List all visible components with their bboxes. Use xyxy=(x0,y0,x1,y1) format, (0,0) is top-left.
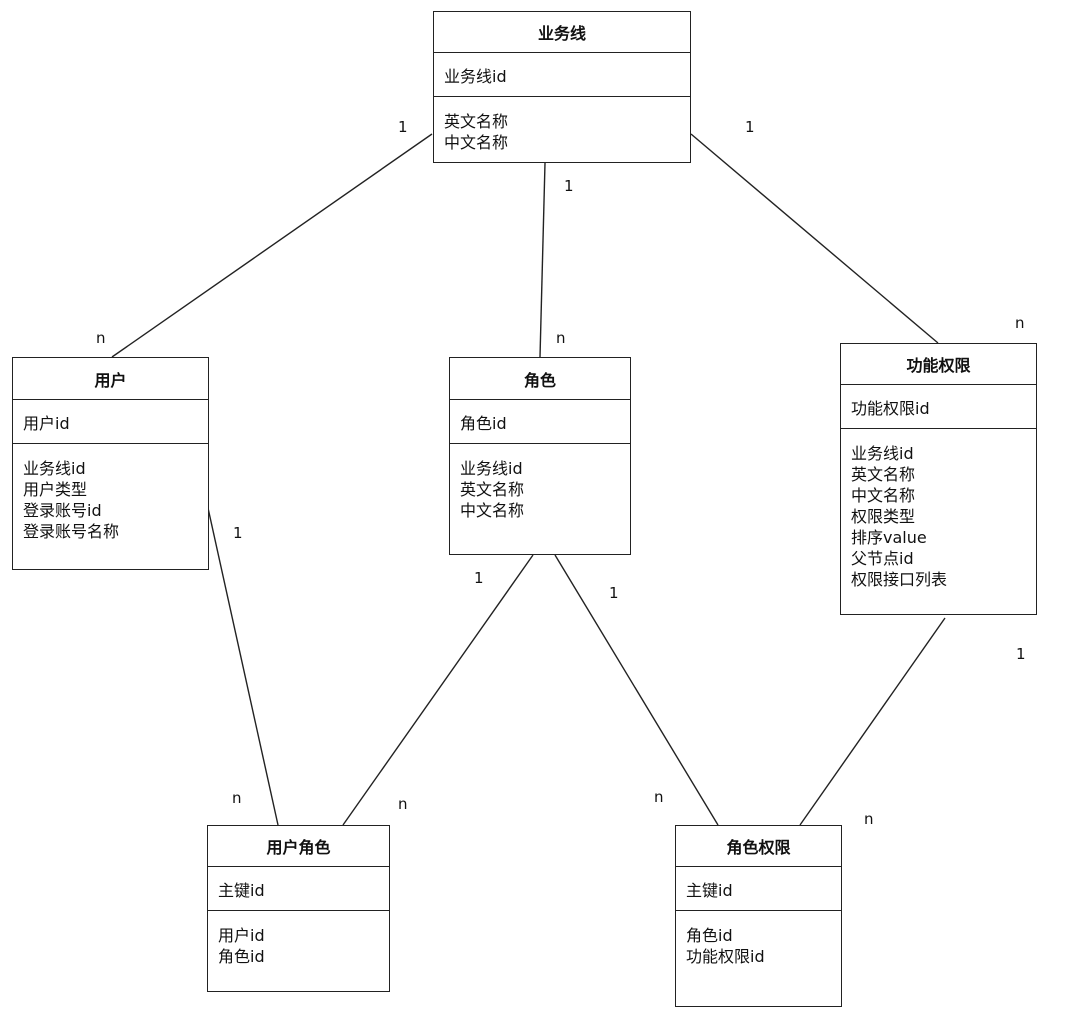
class-attributes: 英文名称 中文名称 xyxy=(434,97,690,153)
mult-user-user-role-many: n xyxy=(232,789,242,807)
class-title: 角色权限 xyxy=(676,826,841,867)
attribute: 中文名称 xyxy=(851,486,916,505)
class-attributes: 角色id 功能权限id xyxy=(676,911,841,967)
attribute: 用户类型 xyxy=(23,480,88,499)
attribute: 角色id xyxy=(686,926,733,945)
attribute: 中文名称 xyxy=(444,133,509,152)
class-permission: 功能权限 功能权限id 业务线id 英文名称 中文名称 权限类型 排序value… xyxy=(840,343,1037,615)
class-key-field: 主键id xyxy=(676,867,841,911)
attribute: 排序value xyxy=(851,528,927,547)
class-business-line: 业务线 业务线id 英文名称 中文名称 xyxy=(433,11,691,163)
attribute: 用户id xyxy=(218,926,265,945)
class-role-permission: 角色权限 主键id 角色id 功能权限id xyxy=(675,825,842,1007)
mult-role-user-role-many: n xyxy=(398,795,408,813)
link-business-line-user xyxy=(111,133,433,358)
attribute: 英文名称 xyxy=(851,465,916,484)
link-user-user-role xyxy=(207,507,279,826)
mult-user-user-role-one: 1 xyxy=(233,524,243,542)
attribute: 父节点id xyxy=(851,549,914,568)
attribute: 中文名称 xyxy=(460,501,525,520)
link-role-user-role xyxy=(342,554,534,826)
class-title: 用户 xyxy=(13,358,208,400)
link-business-line-permission xyxy=(690,133,939,344)
mult-role-user-role-one: 1 xyxy=(474,569,484,587)
attribute: 权限接口列表 xyxy=(851,570,948,589)
attribute: 功能权限id xyxy=(686,947,765,966)
class-user: 用户 用户id 业务线id 用户类型 登录账号id 登录账号名称 xyxy=(12,357,209,570)
attribute: 角色id xyxy=(218,947,265,966)
mult-permission-role-permission-one: 1 xyxy=(1016,645,1026,663)
mult-business-line-role-many: n xyxy=(556,329,566,347)
attribute: 权限类型 xyxy=(851,507,916,526)
attribute: 英文名称 xyxy=(444,112,509,131)
attribute: 业务线id xyxy=(23,459,86,478)
attribute: 业务线id xyxy=(851,444,914,463)
class-key-field: 用户id xyxy=(13,400,208,444)
class-attributes: 用户id 角色id xyxy=(208,911,389,967)
attribute: 英文名称 xyxy=(460,480,525,499)
link-business-line-role xyxy=(539,162,546,358)
class-title: 用户角色 xyxy=(208,826,389,867)
class-key-field: 主键id xyxy=(208,867,389,911)
class-title: 角色 xyxy=(450,358,630,400)
attribute: 业务线id xyxy=(460,459,523,478)
class-key-field: 业务线id xyxy=(434,53,690,97)
class-user-role: 用户角色 主键id 用户id 角色id xyxy=(207,825,390,992)
class-key-field: 角色id xyxy=(450,400,630,444)
link-role-role-permission xyxy=(554,554,719,826)
link-permission-role-permission xyxy=(799,617,946,826)
attribute: 登录账号名称 xyxy=(23,522,120,541)
class-title: 功能权限 xyxy=(841,344,1036,385)
class-attributes: 业务线id 英文名称 中文名称 权限类型 排序value 父节点id 权限接口列… xyxy=(841,429,1036,590)
class-key-field: 功能权限id xyxy=(841,385,1036,429)
class-attributes: 业务线id 英文名称 中文名称 xyxy=(450,444,630,521)
attribute: 登录账号id xyxy=(23,501,102,520)
mult-business-line-user-many: n xyxy=(96,329,106,347)
mult-business-line-permission-one: 1 xyxy=(745,118,755,136)
mult-role-role-permission-one: 1 xyxy=(609,584,619,602)
mult-business-line-user-one: 1 xyxy=(398,118,408,136)
mult-business-line-permission-many: n xyxy=(1015,314,1025,332)
class-attributes: 业务线id 用户类型 登录账号id 登录账号名称 xyxy=(13,444,208,542)
mult-business-line-role-one: 1 xyxy=(564,177,574,195)
class-role: 角色 角色id 业务线id 英文名称 中文名称 xyxy=(449,357,631,555)
class-title: 业务线 xyxy=(434,12,690,53)
mult-role-role-permission-many: n xyxy=(654,788,664,806)
mult-permission-role-permission-many: n xyxy=(864,810,874,828)
